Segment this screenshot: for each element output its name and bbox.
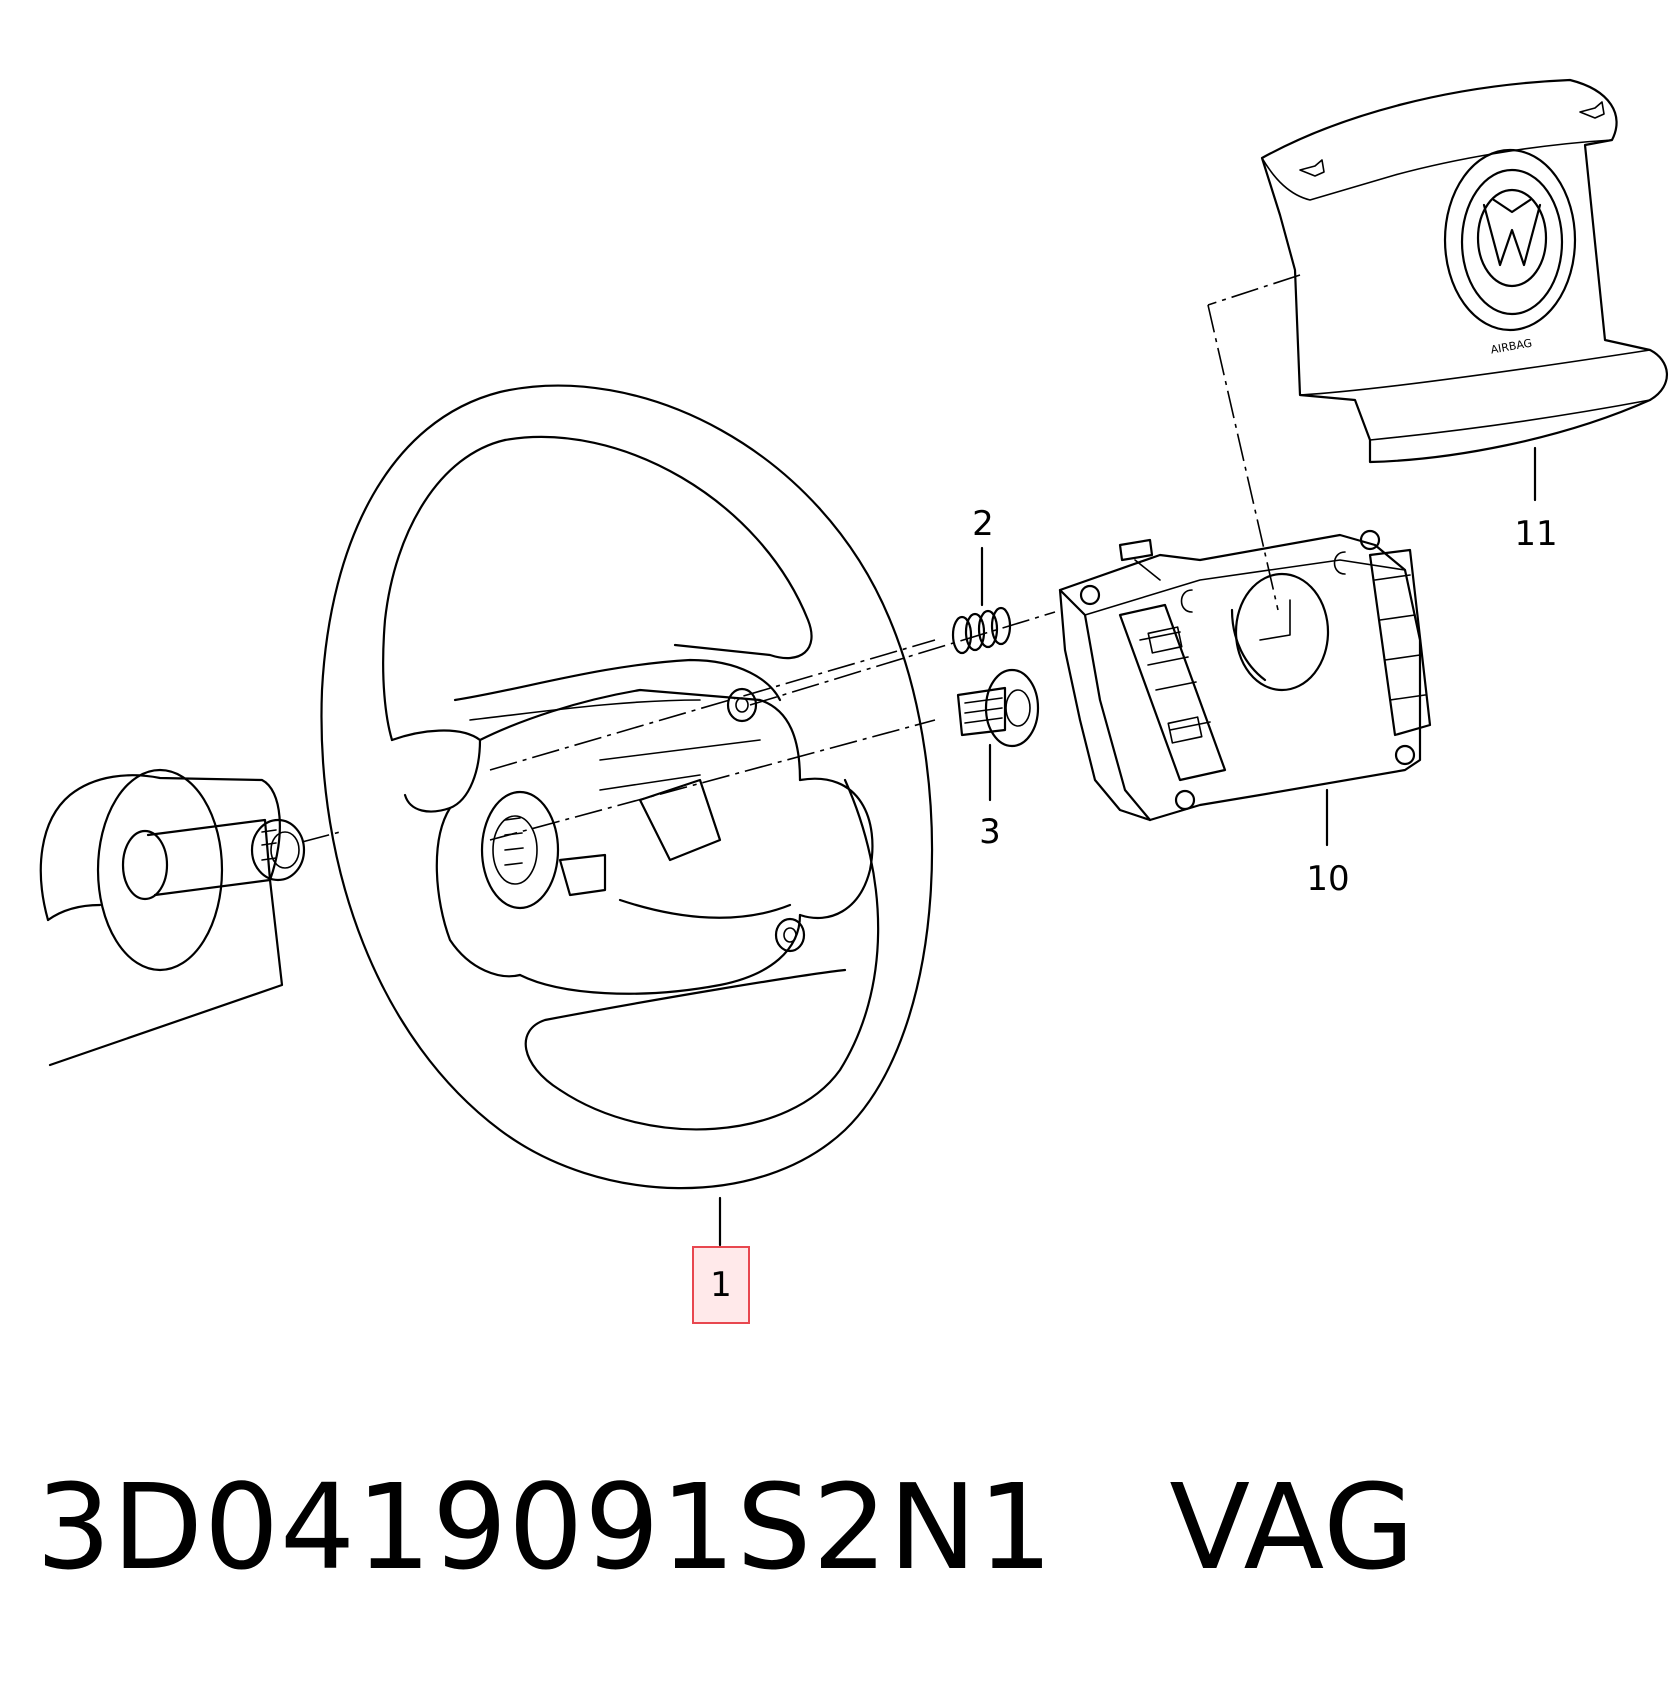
callout-1[interactable]: 1 bbox=[710, 1265, 732, 1305]
steering-wheel bbox=[320, 384, 1056, 1190]
airbag-label: AIRBAG bbox=[1490, 337, 1533, 357]
spring-part bbox=[951, 546, 1012, 655]
callout-10[interactable]: 10 bbox=[1306, 859, 1349, 899]
part-number: 3D0419091S2N1 bbox=[36, 1458, 1054, 1596]
clock-spring-unit bbox=[1058, 529, 1432, 847]
part-caption: 3D0419091S2N1 VAG bbox=[36, 1468, 1416, 1586]
callout-2[interactable]: 2 bbox=[972, 504, 994, 544]
brand-name: VAG bbox=[1169, 1458, 1416, 1596]
callout-11[interactable]: 11 bbox=[1514, 514, 1557, 554]
steering-column bbox=[39, 768, 341, 1067]
bolt-part bbox=[956, 668, 1040, 802]
callout-1-highlight bbox=[692, 1246, 750, 1324]
callout-labels: 1 2 3 10 11 bbox=[692, 504, 1558, 1324]
airbag-unit: AIRBAG bbox=[1207, 78, 1668, 611]
callout-3[interactable]: 3 bbox=[979, 812, 1001, 852]
